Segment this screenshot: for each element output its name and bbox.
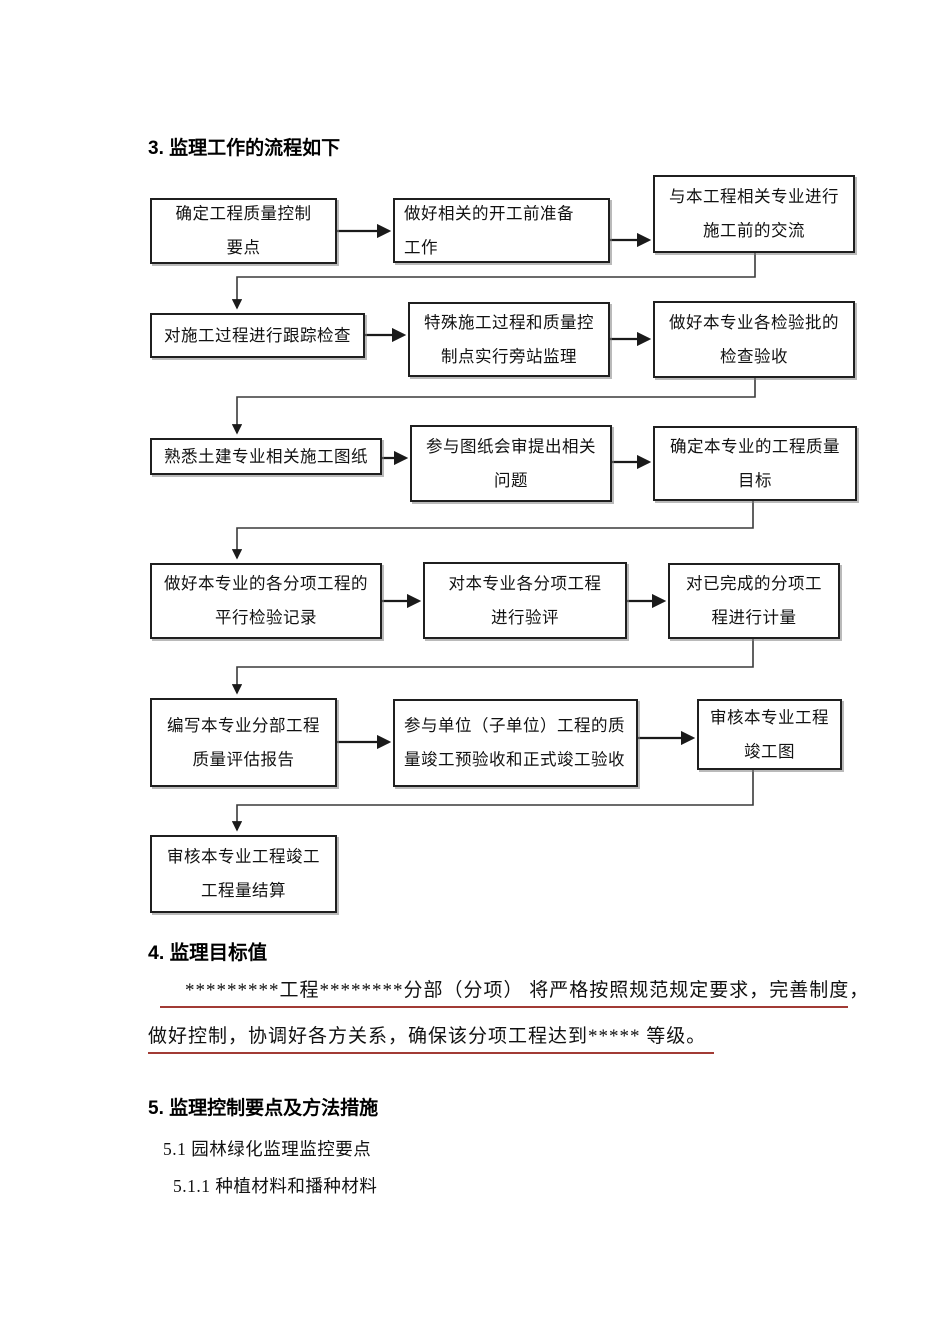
- flow-box-15: 审核本专业工程 竣工图: [697, 699, 842, 770]
- flow-box-2: 做好相关的开工前准备 工作: [393, 198, 610, 263]
- elbow-box15-box16: [231, 770, 754, 832]
- elbow-box9-box10: [231, 501, 754, 560]
- flow-box-1: 确定工程质量控制 要点: [150, 198, 337, 264]
- flow-box-14: 参与单位（子单位）工程的质 量竣工预验收和正式竣工验收: [393, 699, 638, 787]
- section-5-heading: 5. 监理控制要点及方法措施: [148, 1098, 379, 1119]
- elbow-box12-box13: [231, 639, 754, 695]
- flow-box-7: 熟悉土建专业相关施工图纸: [150, 438, 382, 475]
- target-paragraph-line-1: *********工程********分部（分项） 将严格按照规范规定要求，完善…: [160, 975, 868, 1008]
- elbow-box3-box4: [231, 253, 756, 310]
- target-paragraph-line-2: 做好控制，协调好各方关系，确保该分项工程达到***** 等级。: [148, 1021, 714, 1054]
- section-3-heading: 3. 监理工作的流程如下: [148, 138, 341, 159]
- section-5-1-1-subheading: 5.1.1 种植材料和播种材料: [173, 1176, 378, 1196]
- elbow-box6-box7: [231, 378, 756, 435]
- flow-box-6: 做好本专业各检验批的 检查验收: [653, 301, 855, 378]
- flow-box-3: 与本工程相关专业进行 施工前的交流: [653, 175, 855, 253]
- section-5-1-subheading: 5.1 园林绿化监理监控要点: [163, 1139, 372, 1159]
- flow-box-11: 对本专业各分项工程 进行验评: [423, 562, 627, 639]
- flow-box-13: 编写本专业分部工程 质量评估报告: [150, 698, 337, 787]
- flow-box-9: 确定本专业的工程质量 目标: [653, 426, 857, 501]
- flow-box-4: 对施工过程进行跟踪检查: [150, 313, 365, 358]
- flow-box-16: 审核本专业工程竣工 工程量结算: [150, 835, 337, 913]
- flow-box-8: 参与图纸会审提出相关 问题: [410, 425, 612, 502]
- flow-box-10: 做好本专业的各分项工程的 平行检验记录: [150, 563, 382, 639]
- flow-box-12: 对已完成的分项工 程进行计量: [668, 563, 840, 639]
- flow-box-5: 特殊施工过程和质量控 制点实行旁站监理: [408, 302, 610, 377]
- section-4-heading: 4. 监理目标值: [148, 942, 268, 964]
